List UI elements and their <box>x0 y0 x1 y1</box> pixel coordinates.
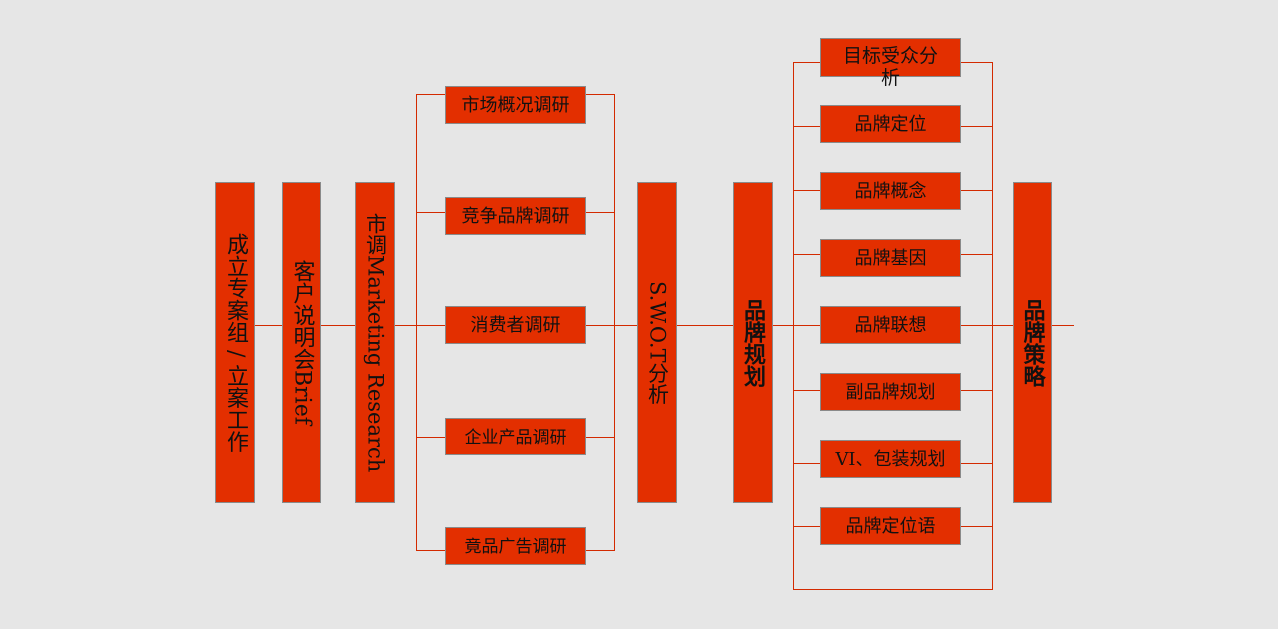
client-brief-node: 客户说明会Brief <box>282 182 321 503</box>
research-item-company-product: 企业产品调研 <box>445 418 586 455</box>
market-research-node: 市调Marketing Research <box>355 182 395 503</box>
planning-item-gene: 品牌基因 <box>820 239 961 277</box>
planning-item-vi-packaging: VI、包装规划 <box>820 440 961 478</box>
planning-bracket-left <box>793 62 993 590</box>
planning-item-target-audience: 目标受众分析 <box>820 38 961 89</box>
research-item-consumer: 消费者调研 <box>445 306 586 344</box>
research-bracket-left <box>416 94 446 551</box>
planning-item-association: 品牌联想 <box>820 306 961 344</box>
planning-item-sub-brand: 副品牌规划 <box>820 373 961 411</box>
research-item-competitor-ads: 竟品广告调研 <box>445 527 586 565</box>
swot-analysis-node: S.W.O.T分析 <box>637 182 677 503</box>
research-item-market-overview: 市场概况调研 <box>445 86 586 124</box>
planning-item-positioning: 品牌定位 <box>820 105 961 143</box>
research-bracket-right <box>585 94 615 551</box>
research-item-competitor-brand: 竞争品牌调研 <box>445 197 586 235</box>
brand-planning-node: 品牌规划 <box>733 182 773 503</box>
team-setup-node: 成立专案组 / 立案工作 <box>215 182 255 503</box>
brand-strategy-node: 品牌策略 <box>1013 182 1052 503</box>
planning-item-concept: 品牌概念 <box>820 172 961 210</box>
planning-item-slogan: 品牌定位语 <box>820 507 961 545</box>
planning-bracket-right <box>960 62 993 590</box>
